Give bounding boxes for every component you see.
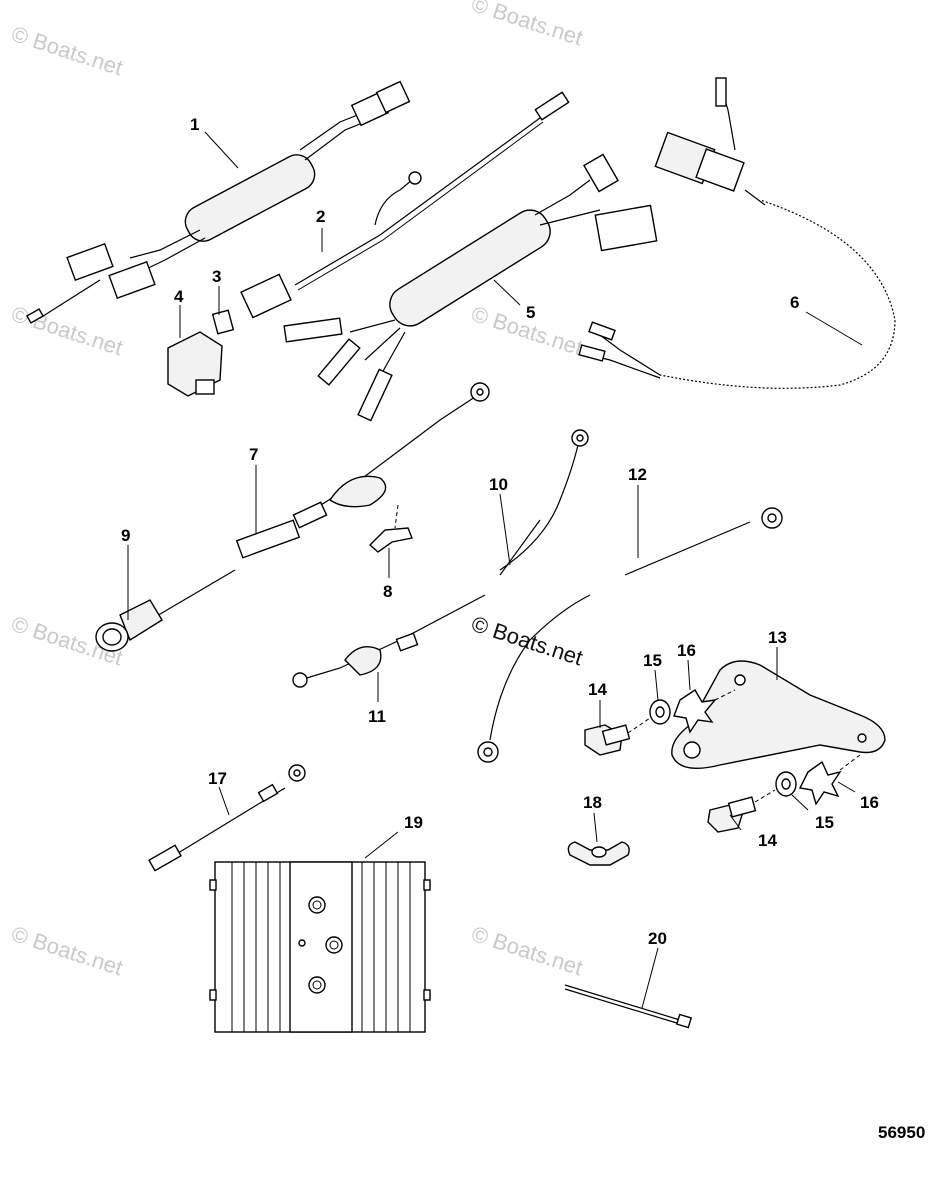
part-20-cable-tie	[564, 984, 693, 1029]
part-7-cable	[235, 382, 490, 559]
watermark-text: © Boats.net	[8, 921, 125, 980]
callout-16-upper: 16	[677, 641, 696, 660]
part-3-plug	[211, 309, 235, 335]
callout-7: 7	[249, 445, 258, 464]
part-19-heat-sink	[209, 861, 431, 1033]
callout-14-lower: 14	[758, 831, 777, 850]
leader-lines	[127, 131, 863, 1009]
callout-20: 20	[648, 929, 667, 948]
part-11-cable	[292, 594, 486, 688]
part-12-cable	[624, 507, 783, 576]
callout-12: 12	[628, 465, 647, 484]
callout-2: 2	[316, 207, 325, 226]
callout-18: 18	[583, 793, 602, 812]
watermark-text: © Boats.net	[8, 21, 125, 80]
ground-cable	[477, 594, 591, 763]
callout-13: 13	[768, 628, 787, 647]
watermark-text: © Boats.net	[468, 0, 585, 50]
callout-19: 19	[404, 813, 423, 832]
callout-17: 17	[208, 769, 227, 788]
callout-15-lower: 15	[815, 813, 834, 832]
fastener-set-upper	[584, 689, 736, 756]
part-18-wing-nut	[567, 841, 630, 866]
callout-8: 8	[383, 582, 392, 601]
watermark-text: © Boats.net	[468, 921, 585, 980]
part-9-cable-boot	[95, 569, 236, 652]
fastener-set-lower	[707, 754, 861, 833]
callout-labels: 1 2 3 4 5 6 7 8 9 10 11 12 13 14 14 15 1…	[121, 115, 879, 948]
part-17-sensor	[148, 764, 306, 872]
callout-10: 10	[489, 475, 508, 494]
callout-1: 1	[190, 115, 199, 134]
callout-3: 3	[212, 267, 221, 286]
callout-16-lower: 16	[860, 793, 879, 812]
part-6-harness	[578, 77, 898, 391]
part-5-harness	[283, 153, 658, 422]
part-2-wire	[240, 91, 570, 319]
part-10-cable	[499, 429, 589, 576]
watermark-text: © Boats.net	[8, 301, 125, 360]
part-1-harness	[25, 80, 411, 324]
part-8-clip	[368, 504, 413, 553]
callout-4: 4	[174, 287, 184, 306]
callout-14-upper: 14	[588, 680, 607, 699]
callout-6: 6	[790, 293, 799, 312]
part-13-bracket	[671, 660, 886, 769]
callout-11: 11	[368, 707, 386, 726]
part-4-housing	[167, 331, 223, 397]
figure-number: 56950	[878, 1123, 925, 1142]
watermark-center-text: © Boats.net	[468, 611, 585, 670]
callout-9: 9	[121, 526, 130, 545]
callout-15-upper: 15	[643, 651, 662, 670]
callout-5: 5	[526, 303, 535, 322]
